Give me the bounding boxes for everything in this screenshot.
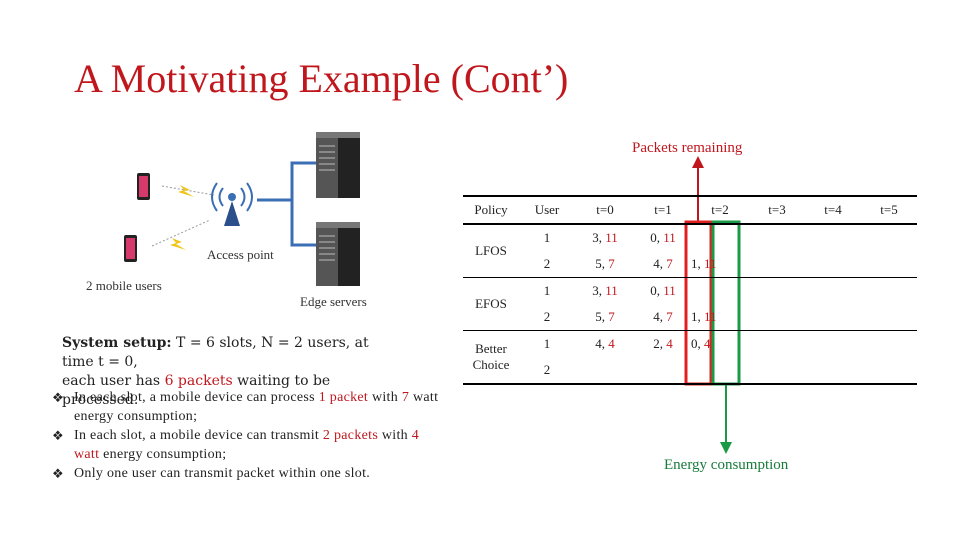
mobile-users-label: 2 mobile users	[86, 278, 162, 294]
user-cell: 1	[519, 224, 575, 251]
empty-slot-cell	[749, 224, 805, 251]
diamond-bullet-icon: ❖	[52, 388, 64, 407]
empty-slot-cell	[749, 357, 805, 384]
packets-arrow-head	[692, 156, 704, 168]
empty-slot-cell	[749, 251, 805, 278]
user-cell: 2	[519, 357, 575, 384]
setup-packets: 6 packets	[165, 373, 233, 389]
user-cell: 1	[519, 278, 575, 305]
empty-slot-cell	[805, 278, 861, 305]
header-t1: t=1	[635, 196, 691, 224]
energy-arrow-head	[720, 442, 732, 454]
empty-slot-cell	[805, 304, 861, 331]
slot-t0-cell: 5, 7	[575, 304, 635, 331]
empty-slot-cell	[861, 357, 917, 384]
user-cell: 1	[519, 331, 575, 358]
header-t3: t=3	[749, 196, 805, 224]
bullet-list: ❖ In each slot, a mobile device can proc…	[52, 388, 447, 483]
slot-t2-cell	[691, 357, 749, 384]
bullet-item: ❖ Only one user can transmit packet with…	[52, 464, 447, 483]
header-t0: t=0	[575, 196, 635, 224]
empty-slot-cell	[805, 357, 861, 384]
link-line-lower-server	[257, 200, 318, 245]
user-cell: 2	[519, 251, 575, 278]
slot-t0-cell: 3, 11	[575, 278, 635, 305]
slot-t1-cell: 0, 11	[635, 278, 691, 305]
slot-t1-cell	[635, 357, 691, 384]
empty-slot-cell	[861, 304, 917, 331]
header-t4: t=4	[805, 196, 861, 224]
policy-table: Policy User t=0 t=1 t=2 t=3 t=4 t=5 LFOS…	[463, 195, 917, 385]
header-t5: t=5	[861, 196, 917, 224]
slot-t2-cell: 1, 11	[691, 304, 749, 331]
slot-t2-cell	[691, 278, 749, 305]
bullet-item: ❖ In each slot, a mobile device can proc…	[52, 388, 447, 426]
slot-t0-cell: 3, 11	[575, 224, 635, 251]
empty-slot-cell	[749, 304, 805, 331]
edge-server-icon-2	[316, 222, 360, 286]
empty-slot-cell	[861, 224, 917, 251]
slot-t1-cell: 2, 4	[635, 331, 691, 358]
mobile-phone-icon-2	[124, 235, 137, 262]
diamond-bullet-icon: ❖	[52, 426, 64, 445]
diamond-bullet-icon: ❖	[52, 464, 64, 483]
slot-t1-cell: 4, 7	[635, 251, 691, 278]
empty-slot-cell	[749, 331, 805, 358]
header-user: User	[519, 196, 575, 224]
packets-remaining-label: Packets remaining	[632, 140, 742, 157]
empty-slot-cell	[805, 251, 861, 278]
empty-slot-cell	[805, 224, 861, 251]
slot-t2-cell	[691, 224, 749, 251]
policy-name: LFOS	[463, 224, 519, 278]
user-cell: 2	[519, 304, 575, 331]
slot-t0-cell: 5, 7	[575, 251, 635, 278]
policy-name: Better Choice	[463, 331, 519, 385]
slot-t1-cell: 4, 7	[635, 304, 691, 331]
energy-consumption-label: Energy consumption	[664, 457, 788, 474]
header-t2: t=2	[691, 196, 749, 224]
setup-line2-a: each user has	[62, 373, 160, 389]
empty-slot-cell	[861, 251, 917, 278]
access-point-icon	[212, 183, 252, 226]
slot-t2-cell: 0, 4	[691, 331, 749, 358]
setup-label: System setup:	[62, 335, 172, 351]
slot-t0-cell: 4, 4	[575, 331, 635, 358]
wireless-signal-icon-2	[152, 220, 210, 250]
empty-slot-cell	[861, 331, 917, 358]
slot-t2-cell: 1, 11	[691, 251, 749, 278]
slot-t1-cell: 0, 11	[635, 224, 691, 251]
link-line-upper-server	[257, 163, 318, 200]
policy-name: EFOS	[463, 278, 519, 331]
header-policy: Policy	[463, 196, 519, 224]
wireless-signal-icon-1	[162, 185, 214, 197]
empty-slot-cell	[861, 278, 917, 305]
access-point-label: Access point	[207, 247, 274, 263]
mobile-phone-icon-1	[137, 173, 150, 200]
bullet-item: ❖ In each slot, a mobile device can tran…	[52, 426, 447, 464]
empty-slot-cell	[805, 331, 861, 358]
table-row: 2	[463, 357, 917, 384]
edge-servers-label: Edge servers	[300, 294, 367, 310]
edge-server-icon-1	[316, 132, 360, 198]
empty-slot-cell	[749, 278, 805, 305]
slot-t0-cell	[575, 357, 635, 384]
